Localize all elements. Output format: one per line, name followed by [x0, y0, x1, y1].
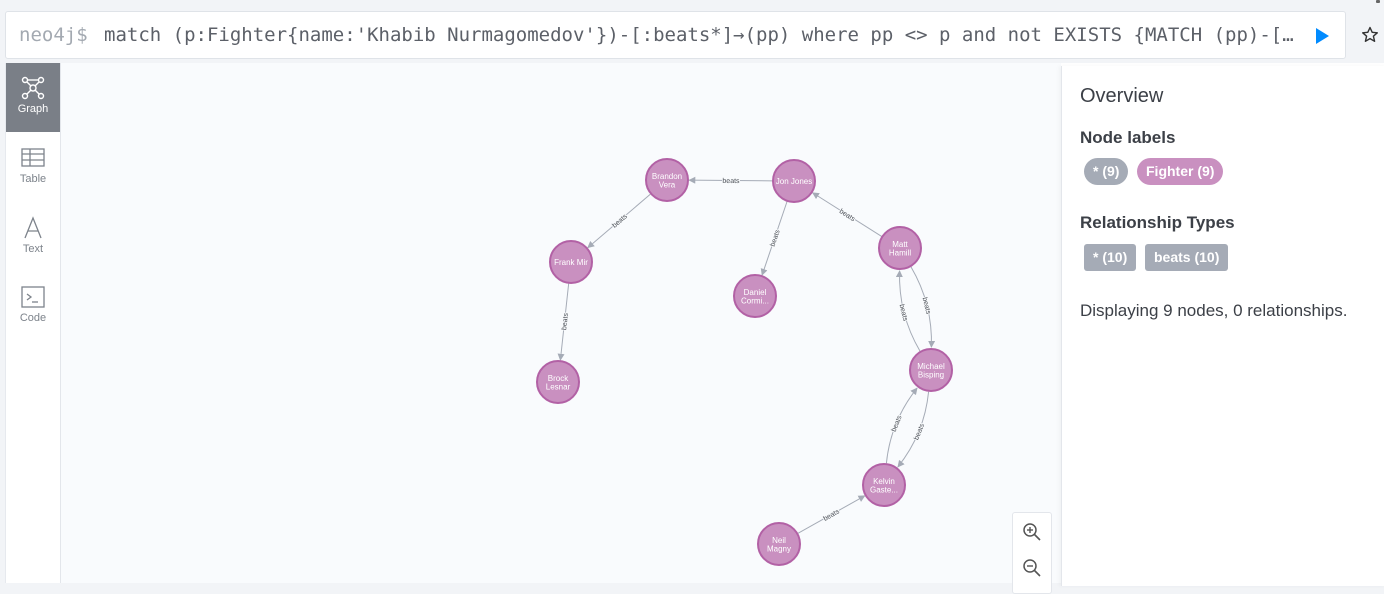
relationship-label: beats [921, 297, 932, 316]
view-tab-text[interactable]: Text [6, 203, 60, 272]
relationship-label: beats [891, 414, 904, 433]
zoom-in-button[interactable] [1021, 521, 1043, 543]
view-tab-table[interactable]: Table [6, 133, 60, 202]
code-icon [21, 286, 45, 308]
graph-icon [21, 76, 45, 100]
node-caption: Brock [548, 374, 569, 383]
relationship-label-bg [559, 312, 570, 331]
editor-prompt: neo4j$ [19, 24, 88, 46]
node-circle[interactable] [645, 158, 689, 202]
run-query-button[interactable] [1312, 26, 1332, 46]
zoom-controls [1012, 512, 1052, 594]
relationship-label-bg [767, 228, 782, 248]
relationship-label: beats [913, 422, 926, 441]
node-circle[interactable] [909, 348, 953, 392]
node-caption: Bisping [918, 371, 944, 380]
query-editor[interactable]: neo4j$ match (p:Fighter{name:'Khabib Nur… [5, 11, 1346, 59]
node-caption: Gaste... [870, 486, 898, 495]
node-caption: Cormi... [741, 297, 769, 306]
view-tab-label: Graph [17, 103, 49, 115]
node-caption: Lesnar [546, 383, 571, 392]
relationship-label-bg [721, 175, 741, 186]
favorite-button[interactable] [1361, 26, 1379, 44]
zoom-out-icon [1023, 559, 1041, 577]
graph-node-daniel[interactable]: DanielCormi... [733, 274, 777, 318]
relationship-label-bg [609, 211, 630, 230]
relationship-label: beats [561, 312, 570, 330]
relationship-label: beats [898, 304, 909, 323]
relationship-label-bg [837, 206, 858, 224]
overview-panel: Overview Node labels * (9) Fighter (9) R… [1061, 66, 1384, 586]
graph-node-jon[interactable]: Jon Jones [772, 159, 816, 203]
node-circle[interactable] [757, 522, 801, 566]
node-caption: Michael [917, 362, 945, 371]
table-icon [21, 148, 45, 167]
node-circle[interactable] [549, 240, 593, 284]
star-icon [1362, 26, 1378, 42]
node-caption: Magny [767, 545, 791, 554]
relationship-label-bg [897, 302, 911, 323]
view-tab-label: Text [22, 243, 44, 255]
node-caption: Daniel [744, 288, 767, 297]
relationship-label-bg [911, 421, 927, 442]
graph-node-kelvin[interactable]: KelvinGaste... [862, 463, 906, 507]
node-caption: Neil [772, 536, 786, 545]
node-circle[interactable] [772, 159, 816, 203]
node-circle[interactable] [733, 274, 777, 318]
node-circle[interactable] [536, 360, 580, 404]
node-label-fighter[interactable]: Fighter (9) [1137, 158, 1224, 185]
toolbar-edge-mark [1376, 0, 1380, 3]
view-tab-code[interactable]: Code [6, 272, 60, 341]
relationship-types-heading: Relationship Types [1080, 213, 1235, 232]
overview-status: Displaying 9 nodes, 0 relationships. [1080, 301, 1348, 320]
node-caption: Vera [659, 181, 676, 190]
node-label-all[interactable]: * (9) [1084, 158, 1129, 185]
text-icon [24, 216, 42, 239]
relationship-label-bg [821, 506, 842, 524]
query-input[interactable]: match (p:Fighter{name:'Khabib Nurmagomed… [104, 24, 1296, 46]
view-switcher: Graph Table Text [6, 63, 61, 583]
relationship-label: beats [770, 229, 782, 248]
relationship-label: beats [722, 178, 740, 185]
rel-type-all[interactable]: * (10) [1084, 244, 1137, 271]
rel-type-beats[interactable]: beats (10) [1145, 244, 1229, 271]
overview-title: Overview [1080, 85, 1164, 107]
node-caption: Brandon [652, 172, 682, 181]
node-caption: Kelvin [873, 477, 895, 486]
node-circle[interactable] [862, 463, 906, 507]
graph-node-frank[interactable]: Frank Mir [549, 240, 593, 284]
node-circle[interactable] [878, 226, 922, 270]
node-caption: Frank Mir [554, 258, 588, 267]
node-caption: Matt [892, 240, 908, 249]
zoom-in-icon [1023, 523, 1041, 541]
node-caption: Jon Jones [776, 177, 812, 186]
relationship-label-bg [920, 295, 934, 316]
view-tab-label: Table [19, 173, 47, 185]
view-tab-label: Code [19, 312, 47, 324]
relationship-label-bg [888, 413, 904, 434]
node-caption: Hamill [889, 249, 911, 258]
zoom-out-button[interactable] [1021, 557, 1043, 579]
view-tab-graph[interactable]: Graph [6, 63, 60, 132]
result-frame: Graph Table Text [5, 63, 1384, 594]
node-labels-heading: Node labels [1080, 128, 1176, 147]
play-icon [1316, 28, 1329, 44]
